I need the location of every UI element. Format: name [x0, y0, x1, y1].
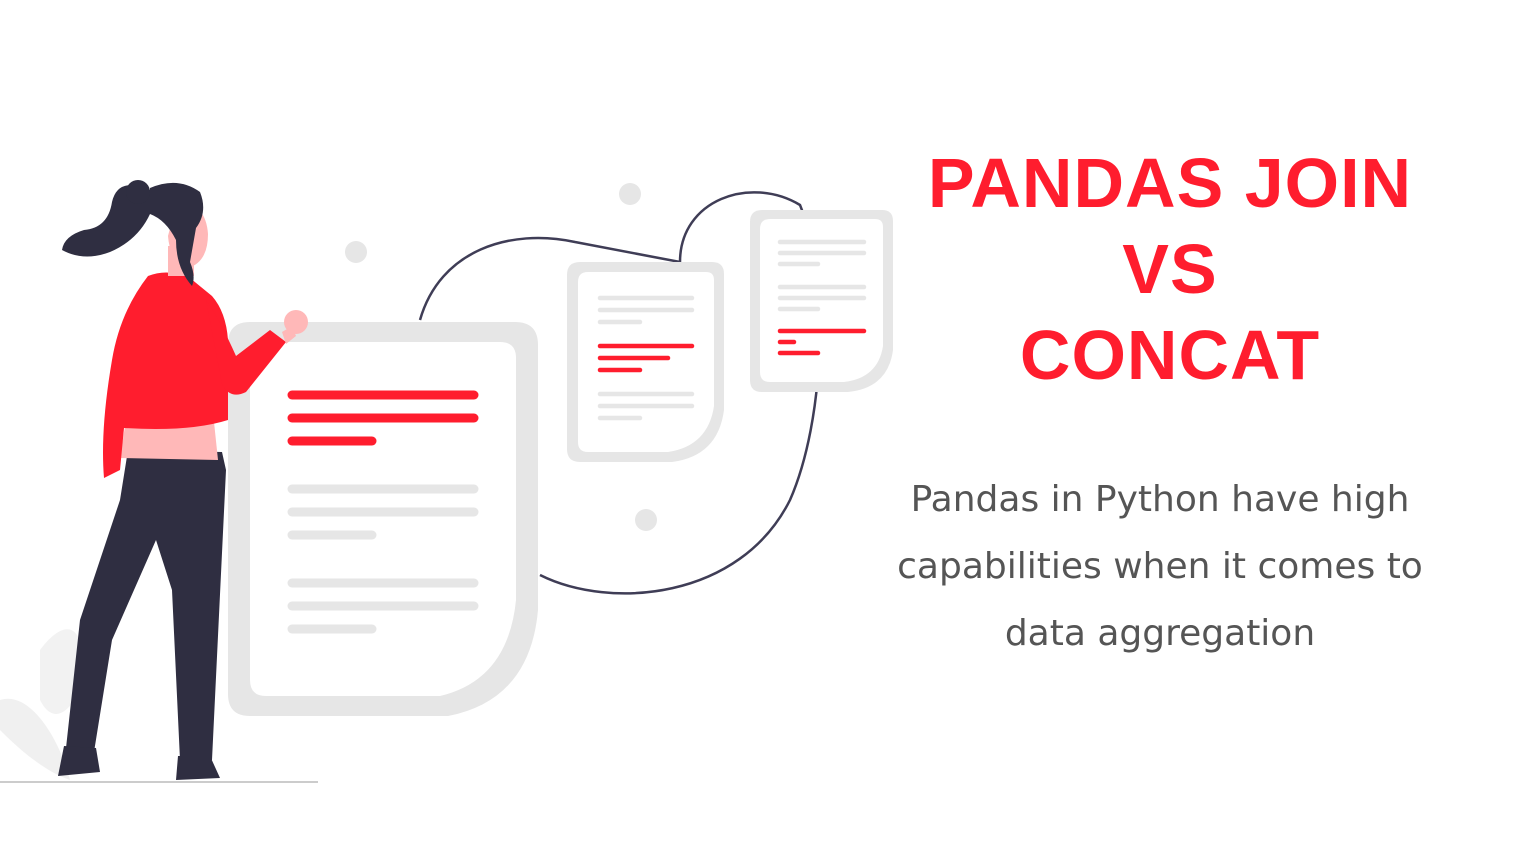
decor-dot	[635, 509, 657, 531]
illustration	[0, 180, 893, 783]
headline: PANDAS JOIN VS CONCAT	[870, 140, 1470, 398]
decor-dot	[345, 241, 367, 263]
headline-line: CONCAT	[1019, 316, 1321, 394]
description-line: capabilities when it comes to	[897, 546, 1423, 587]
document-icon	[567, 262, 724, 462]
description: Pandas in Python have high capabilities …	[850, 466, 1470, 667]
description-line: data aggregation	[1004, 613, 1316, 654]
headline-line: VS	[1122, 230, 1218, 308]
document-icon	[228, 322, 538, 716]
description-line: Pandas in Python have high	[910, 479, 1410, 520]
document-icon	[750, 210, 893, 392]
headline-line: PANDAS JOIN	[927, 144, 1413, 222]
woman-figure	[58, 180, 308, 780]
plant-leaf	[40, 629, 83, 714]
decor-dot	[619, 183, 641, 205]
plant-leaf	[0, 698, 70, 780]
